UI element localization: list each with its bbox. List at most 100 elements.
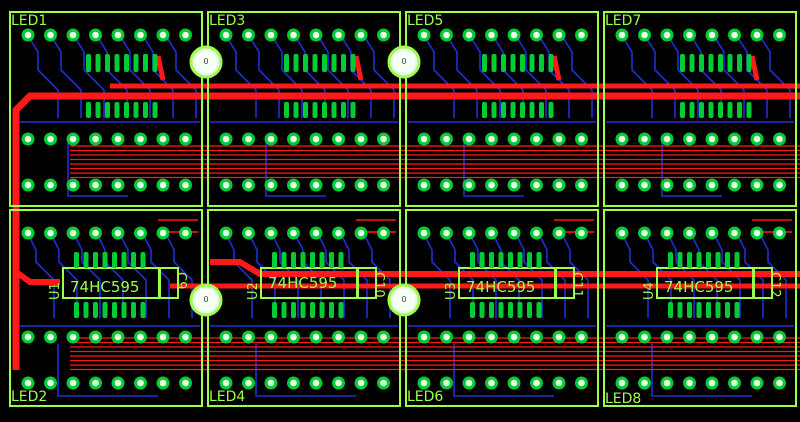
pad-drill xyxy=(312,31,320,39)
pad-drill xyxy=(267,229,275,237)
pad-drill xyxy=(618,379,626,387)
smd-pad xyxy=(152,102,158,118)
bottom-trace xyxy=(317,233,345,318)
pad-drill xyxy=(69,31,77,39)
pad-drill xyxy=(731,379,738,387)
smd-pad xyxy=(706,252,711,268)
u1-value-label: 74HC595 xyxy=(70,278,140,296)
smd-pad xyxy=(121,252,127,268)
led1-label: LED1 xyxy=(11,13,48,29)
pad-drill xyxy=(578,31,585,39)
pad-drill xyxy=(335,181,342,189)
bottom-trace xyxy=(446,35,478,118)
smd-pad xyxy=(284,54,289,72)
smd-pad xyxy=(734,252,740,268)
pad-drill xyxy=(357,229,365,237)
smd-pad xyxy=(86,54,91,72)
pad-drill xyxy=(488,181,495,189)
pad-drill xyxy=(335,229,342,237)
pad-drill xyxy=(357,181,365,189)
smd-pad xyxy=(727,102,733,118)
smd-pad xyxy=(527,302,532,318)
pad-drill xyxy=(47,181,54,189)
smd-pad xyxy=(489,302,494,318)
power-rail-trace xyxy=(210,259,800,277)
smd-pad xyxy=(74,302,79,318)
u4-ref-label: U4 xyxy=(642,282,657,300)
bottom-trace xyxy=(255,344,356,397)
smd-pad xyxy=(112,252,117,268)
smd-pad xyxy=(114,102,120,118)
pad-drill xyxy=(24,31,32,39)
smd-pad xyxy=(489,252,494,268)
pad-drill xyxy=(708,229,716,237)
smd-pad xyxy=(331,54,337,72)
smd-pad xyxy=(338,252,344,268)
pad-drill xyxy=(686,379,693,387)
pad-drill xyxy=(420,379,428,387)
mount-hole-3-label: 0 xyxy=(203,295,209,304)
mounting-holes[interactable] xyxy=(189,45,421,317)
pad-drill xyxy=(533,229,540,237)
smd-pad xyxy=(501,54,506,72)
mounting-hole-drill xyxy=(195,289,217,311)
bottom-trace xyxy=(96,35,128,118)
smd-pad xyxy=(548,102,554,118)
bottom-trace xyxy=(363,35,395,118)
smd-pad xyxy=(341,102,346,118)
pad-drill xyxy=(618,229,626,237)
bottom-trace xyxy=(271,233,299,318)
led6-label: LED6 xyxy=(407,389,444,405)
pad-drill xyxy=(663,333,671,341)
smd-pad xyxy=(501,102,506,118)
bottom-trace xyxy=(621,233,649,318)
smd-pad xyxy=(322,102,327,118)
pad-drill xyxy=(641,379,648,387)
smd-pad xyxy=(699,54,704,72)
pad-drill xyxy=(578,379,585,387)
smd-pad xyxy=(272,252,277,268)
mount-hole-1-label: 0 xyxy=(203,57,209,66)
pad-drill xyxy=(488,229,495,237)
pad-drill xyxy=(510,135,518,143)
bottom-trace xyxy=(265,140,326,197)
smd-pad xyxy=(312,54,318,72)
bottom-trace xyxy=(651,344,752,397)
pad-drill xyxy=(663,31,671,39)
smd-pad xyxy=(737,54,742,72)
pad-drill xyxy=(24,379,32,387)
smd-pad xyxy=(143,102,148,118)
pad-drill xyxy=(182,333,189,341)
pad-drill xyxy=(137,31,144,39)
smd-pad xyxy=(508,252,513,268)
pad-drill xyxy=(663,181,671,189)
smd-pad xyxy=(140,302,146,318)
pad-drill xyxy=(488,135,495,143)
smd-pad xyxy=(527,252,532,268)
pad-drill xyxy=(731,135,738,143)
top-trace xyxy=(155,55,166,81)
pad-drill xyxy=(357,333,365,341)
smd-pad xyxy=(520,102,525,118)
mount-hole-2-label: 0 xyxy=(401,57,407,66)
smd-pad xyxy=(470,252,475,268)
smd-pad xyxy=(715,302,721,318)
pad-drill xyxy=(776,135,783,143)
pad-drill xyxy=(47,229,54,237)
led2-label: LED2 xyxy=(11,389,48,405)
mounting-hole-drill xyxy=(393,289,415,311)
pad-drill xyxy=(618,31,626,39)
pad-drill xyxy=(731,229,738,237)
smd-pad xyxy=(746,54,752,72)
smd-pad xyxy=(102,302,108,318)
pad-drill xyxy=(92,31,99,39)
led3-label: LED3 xyxy=(209,13,246,29)
pad-drill xyxy=(222,181,230,189)
smd-pad xyxy=(310,302,315,318)
bottom-trace xyxy=(469,233,497,318)
led4-label: LED4 xyxy=(209,389,246,405)
pad-drill xyxy=(114,333,122,341)
pad-drill xyxy=(731,181,738,189)
